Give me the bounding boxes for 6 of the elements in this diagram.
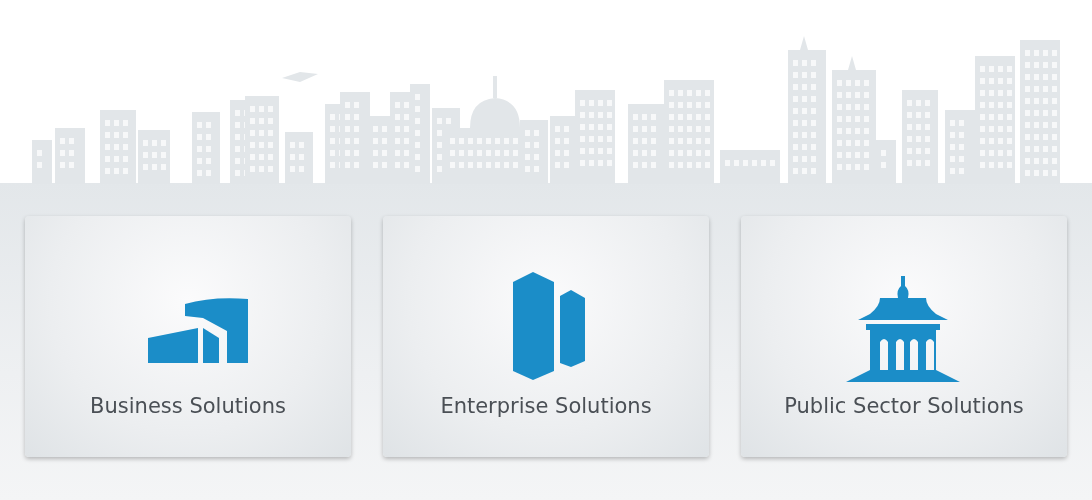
- solution-card: [25, 216, 351, 457]
- solution-card: [383, 216, 709, 457]
- card-title: Enterprise Solutions: [440, 394, 652, 418]
- card-title: Business Solutions: [90, 394, 286, 418]
- solution-card: [741, 216, 1067, 457]
- card-title: Public Sector Solutions: [784, 394, 1024, 418]
